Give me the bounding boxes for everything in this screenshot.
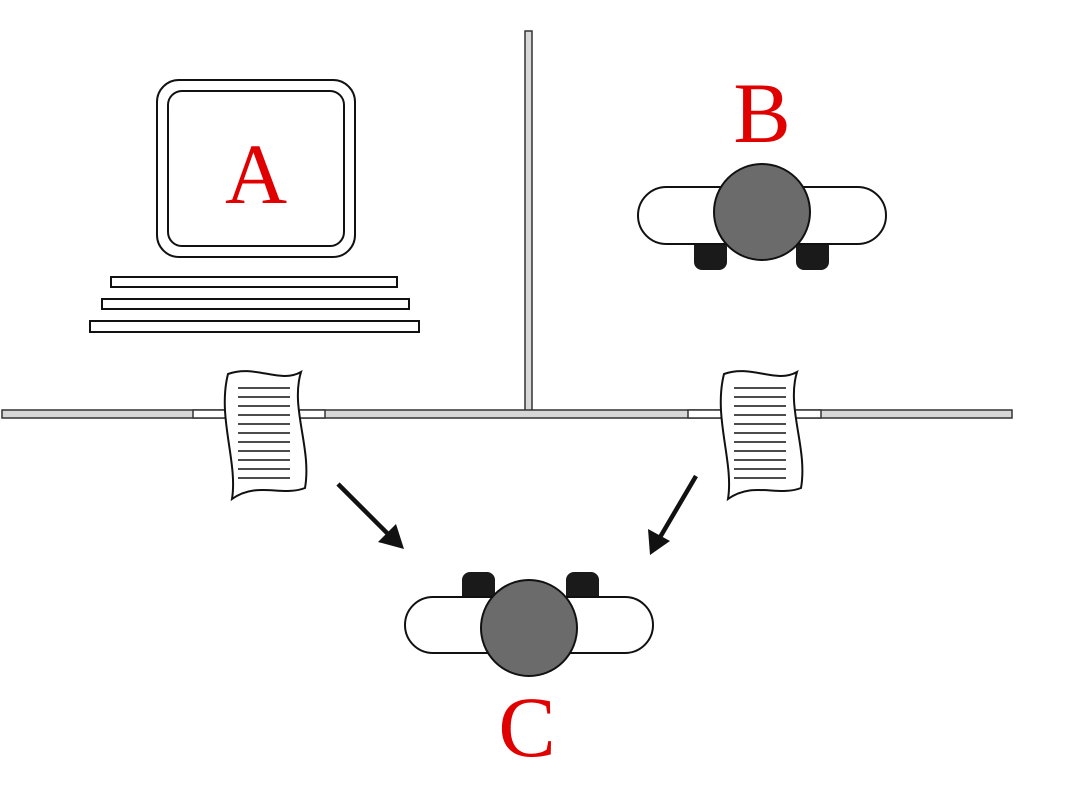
- arrow-right: [657, 474, 698, 541]
- paper-sheet-left: [223, 369, 308, 502]
- label-a: A: [225, 126, 287, 222]
- paper-text-lines-right: [734, 387, 786, 479]
- person-b-foot-left: [694, 238, 727, 270]
- person-c: C: [404, 572, 654, 775]
- computer-a: A: [89, 79, 420, 333]
- arrows: [336, 474, 698, 555]
- person-b: B: [637, 65, 887, 270]
- arrow-left: [336, 482, 392, 538]
- label-b: B: [733, 65, 790, 161]
- computer-base-middle: [101, 298, 410, 310]
- computer-base-bottom: [89, 320, 420, 333]
- label-c: C: [498, 679, 555, 775]
- paper-sheet-right: [719, 369, 804, 502]
- computer-base-top: [110, 276, 398, 288]
- arrow-right-head: [648, 529, 670, 555]
- person-b-foot-right: [796, 238, 829, 270]
- paper-text-lines-left: [238, 387, 290, 479]
- person-b-head: [713, 163, 811, 261]
- horizontal-wall: [1, 409, 1013, 419]
- monitor-screen: [167, 90, 345, 247]
- arrow-left-head: [378, 524, 404, 549]
- vertical-wall: [524, 30, 533, 414]
- person-c-head: [480, 579, 578, 677]
